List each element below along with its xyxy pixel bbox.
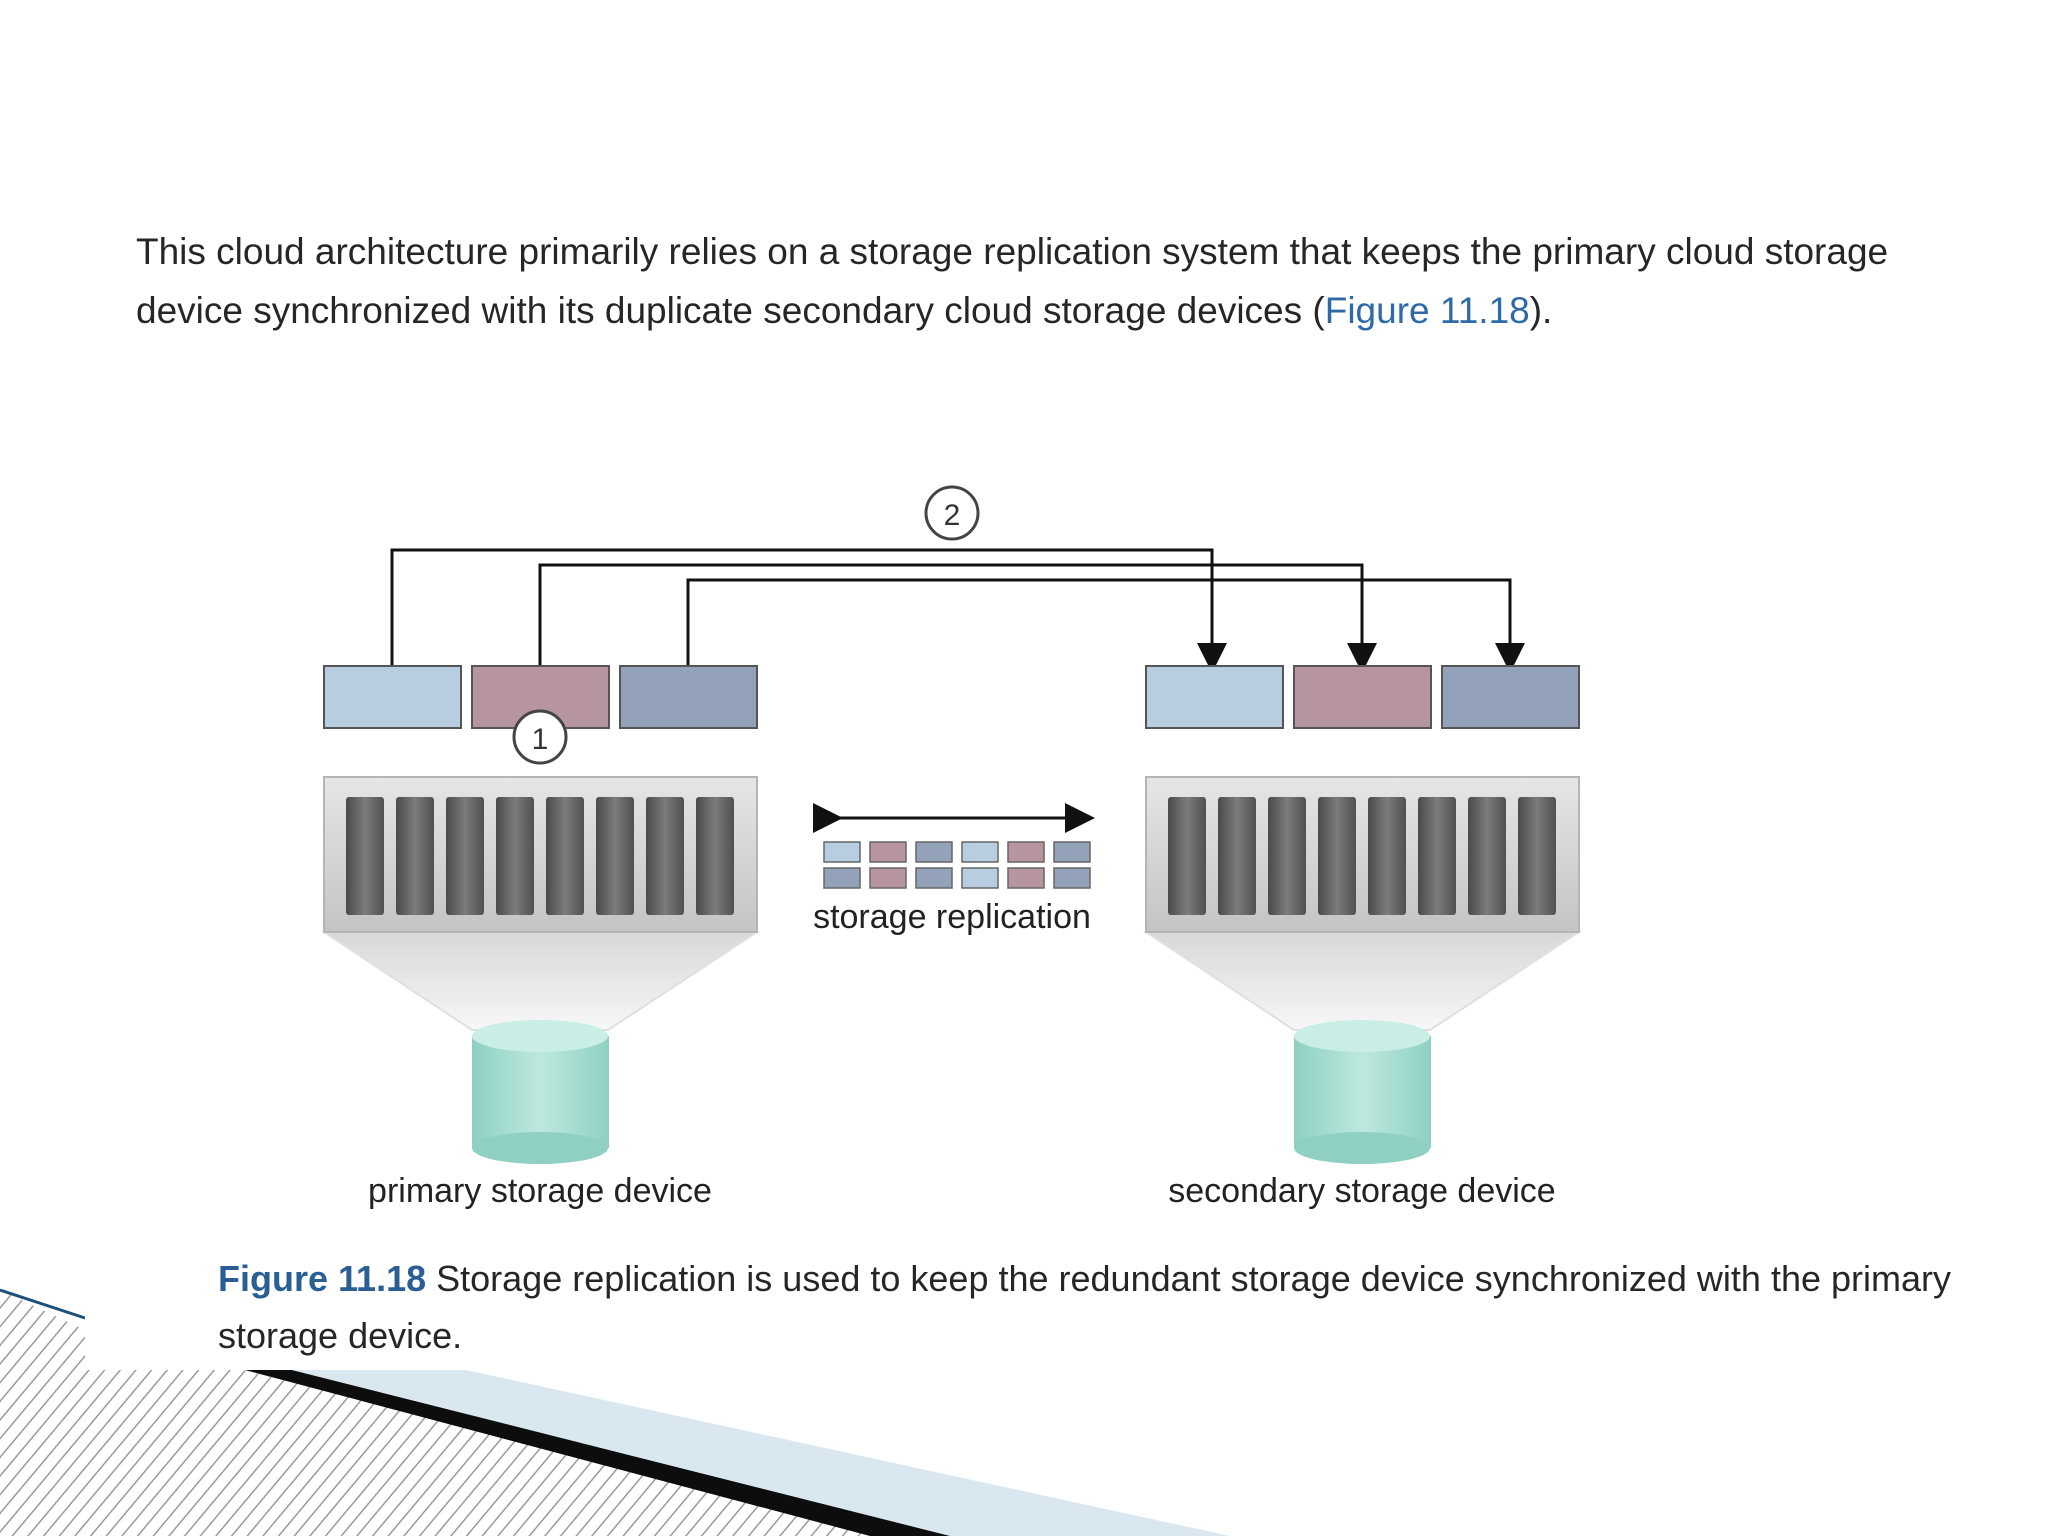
- connector-2: [538, 563, 1377, 673]
- replication-label: storage replication: [813, 898, 1091, 936]
- step-marker-2-label: 2: [944, 499, 961, 532]
- replication-data-grid: [823, 841, 1091, 889]
- secondary-device-label: secondary storage device: [1168, 1172, 1555, 1210]
- connector-3: [686, 578, 1525, 673]
- primary-storage-cylinder-icon: [472, 1020, 609, 1164]
- intro-text: This cloud architecture primarily relies…: [136, 231, 1889, 331]
- primary-device-label: primary storage device: [368, 1172, 712, 1210]
- secondary-data-blocks: [1145, 665, 1580, 729]
- figure-reference-link[interactable]: Figure 11.18: [1324, 290, 1530, 331]
- step-marker-1-label: 1: [532, 723, 549, 756]
- step-marker-2: 2: [924, 485, 980, 541]
- secondary-storage-cylinder-icon: [1294, 1020, 1431, 1164]
- primary-block-1: [323, 665, 462, 729]
- primary-storage-array: [320, 776, 761, 1164]
- caption-label: Figure 11.18: [218, 1258, 427, 1299]
- replication-indicator: storage replication: [813, 803, 1095, 936]
- secondary-drive-bays: [1168, 797, 1556, 915]
- connector-1: [390, 548, 1227, 673]
- secondary-block-2: [1293, 665, 1432, 729]
- secondary-block-3: [1441, 665, 1580, 729]
- figure-caption: Figure 11.18 Storage replication is used…: [218, 1250, 1978, 1364]
- primary-drive-bays: [346, 797, 734, 915]
- content-panel: [85, 150, 2048, 1370]
- caption-text: Storage replication is used to keep the …: [218, 1258, 1951, 1356]
- intro-text-end: ).: [1529, 290, 1553, 331]
- step-marker-1: 1: [512, 709, 568, 765]
- replication-connectors: [390, 548, 1525, 673]
- secondary-block-1: [1145, 665, 1284, 729]
- secondary-storage-array: [1142, 776, 1583, 1164]
- primary-block-3: [619, 665, 758, 729]
- intro-paragraph: This cloud architecture primarily relies…: [136, 222, 1986, 340]
